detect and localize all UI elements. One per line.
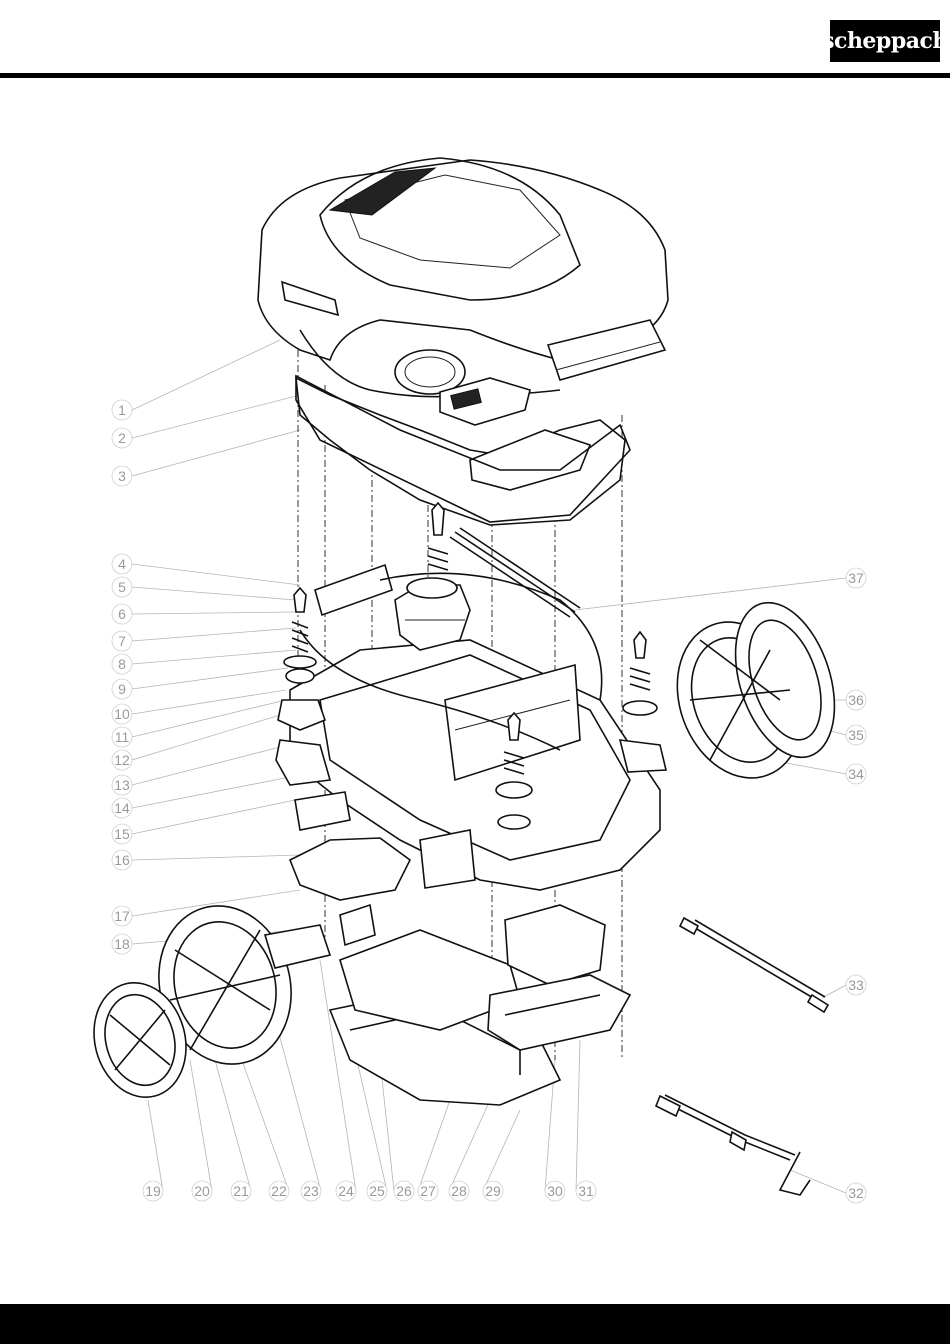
leader-line-28 — [449, 1100, 490, 1191]
callout-2: 2 — [118, 430, 126, 446]
leader-line-32 — [790, 1170, 846, 1193]
leader-line-8 — [132, 650, 296, 664]
leader-line-4 — [132, 564, 300, 585]
callout-36: 36 — [848, 692, 864, 708]
callout-21: 21 — [233, 1183, 249, 1199]
callout-34: 34 — [848, 766, 864, 782]
callout-13: 13 — [114, 777, 130, 793]
callout-4: 4 — [118, 556, 126, 572]
cable-33 — [680, 918, 828, 1012]
callout-14: 14 — [114, 800, 130, 816]
callout-20: 20 — [194, 1183, 210, 1199]
callout-15: 15 — [114, 826, 130, 842]
callout-27: 27 — [420, 1183, 436, 1199]
callout-17: 17 — [114, 908, 130, 924]
callout-25: 25 — [369, 1183, 385, 1199]
callout-26: 26 — [396, 1183, 412, 1199]
callout-5: 5 — [118, 579, 126, 595]
leader-line-5 — [132, 587, 296, 600]
leader-line-21 — [215, 1060, 251, 1191]
leader-line-3 — [132, 430, 300, 476]
leader-line-10 — [132, 690, 286, 714]
right-wheel-assembly — [620, 590, 853, 796]
top-cover — [258, 158, 668, 397]
callout-19: 19 — [145, 1183, 161, 1199]
callout-29: 29 — [485, 1183, 501, 1199]
callout-16: 16 — [114, 852, 130, 868]
callout-18: 18 — [114, 936, 130, 952]
callout-11: 11 — [115, 729, 130, 745]
leader-line-12 — [132, 712, 290, 760]
leader-line-2 — [132, 395, 300, 438]
callout-3: 3 — [118, 468, 126, 484]
leader-line-13 — [132, 745, 288, 785]
callout-35: 35 — [848, 727, 864, 743]
callout-10: 10 — [114, 706, 130, 722]
leader-line-7 — [132, 628, 296, 641]
leader-line-37 — [575, 578, 846, 610]
leader-line-19 — [148, 1100, 163, 1191]
callout-9: 9 — [118, 681, 126, 697]
callout-24: 24 — [338, 1183, 354, 1199]
callout-8: 8 — [118, 656, 126, 672]
callout-32: 32 — [848, 1185, 864, 1201]
callout-30: 30 — [547, 1183, 563, 1199]
leader-line-33 — [822, 985, 846, 998]
leader-line-22 — [240, 1055, 289, 1191]
cable-32 — [656, 1095, 810, 1195]
callout-23: 23 — [303, 1183, 319, 1199]
callout-7: 7 — [118, 633, 126, 649]
leader-line-9 — [132, 668, 288, 689]
leader-line-15 — [132, 800, 295, 834]
callout-12: 12 — [114, 752, 130, 768]
leader-line-20 — [190, 1060, 212, 1191]
leader-line-11 — [132, 700, 286, 737]
leader-line-6 — [132, 612, 296, 614]
callout-22: 22 — [271, 1183, 287, 1199]
footer-bar — [0, 1304, 950, 1344]
callout-37: 37 — [848, 570, 864, 586]
leader-line-29 — [483, 1110, 520, 1191]
callout-28: 28 — [451, 1183, 467, 1199]
callout-1: 1 — [118, 402, 126, 418]
cable-37 — [450, 528, 580, 617]
leader-line-27 — [418, 1100, 450, 1191]
callout-33: 33 — [848, 977, 864, 993]
leader-line-1 — [132, 340, 280, 410]
leader-line-31 — [576, 1040, 580, 1191]
leader-line-14 — [132, 775, 300, 808]
callout-6: 6 — [118, 606, 126, 622]
callout-31: 31 — [578, 1183, 594, 1199]
leader-line-16 — [132, 855, 300, 860]
